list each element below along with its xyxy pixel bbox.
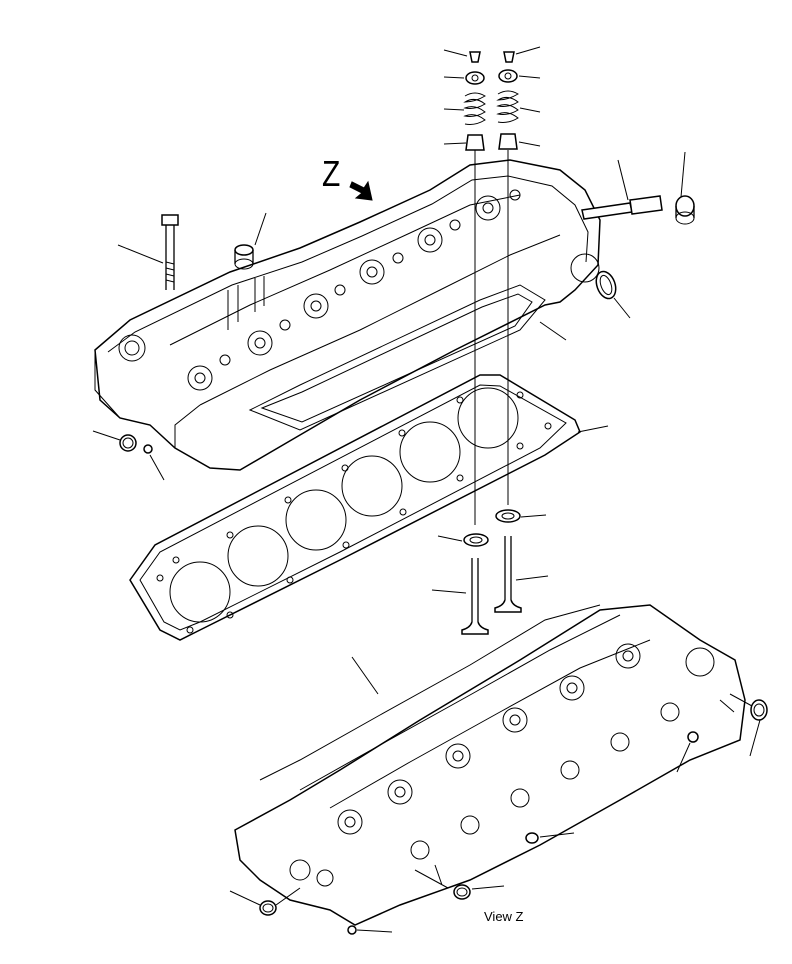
- leader-line: [613, 297, 631, 319]
- valve-stem-seals: [463, 509, 521, 547]
- plug-right: [750, 699, 768, 721]
- guide-lines: [719, 693, 753, 713]
- valve-seat-cluster: [187, 189, 521, 391]
- dowel-sleeve: [234, 244, 254, 270]
- leader-line: [539, 321, 567, 341]
- leader-line: [749, 719, 761, 757]
- injector-sleeve: [581, 195, 663, 220]
- lower-head-ports: [289, 643, 715, 887]
- spring-stack-leaders: [443, 46, 541, 147]
- gasket-holes: [156, 391, 552, 634]
- plug-bottom-left: [259, 900, 277, 916]
- view-z-arrow: [349, 180, 373, 201]
- leader-line: [515, 575, 549, 581]
- small-plug-bottom: [347, 925, 357, 935]
- guide-lines: [275, 887, 301, 906]
- leader-line: [539, 832, 575, 838]
- leader-line: [437, 535, 463, 542]
- sealing-plug: [675, 195, 695, 225]
- valve-spring-stack-left: [463, 51, 486, 151]
- plug-left: [119, 434, 153, 454]
- plug-bottom: [453, 884, 471, 900]
- head-bolt: [161, 214, 179, 290]
- leader-line: [680, 151, 686, 198]
- intake-valve: [461, 558, 489, 635]
- small-plug-center: [525, 832, 539, 844]
- valve-spring-stack-right: [496, 51, 519, 150]
- upper-cylinder-head: [94, 159, 601, 471]
- leader-line: [149, 454, 165, 481]
- view-marker: Z: [322, 154, 341, 195]
- small-plug-right: [687, 731, 699, 743]
- leader-line: [471, 885, 505, 890]
- guide-lines: [414, 864, 449, 889]
- o-ring: [595, 270, 617, 300]
- head-gasket: [129, 374, 581, 641]
- exhaust-valve: [494, 536, 522, 613]
- leader-line: [117, 244, 164, 264]
- lower-cylinder-head: [234, 604, 746, 926]
- leader-line: [92, 430, 121, 441]
- leader-line: [356, 929, 393, 933]
- leader-line: [431, 589, 467, 594]
- leader-line: [520, 514, 547, 518]
- view-caption: View Z: [484, 909, 524, 924]
- leader-line: [577, 425, 609, 433]
- guide-lines: [474, 150, 509, 525]
- guide-lines: [227, 276, 265, 330]
- leader-line: [676, 742, 691, 773]
- leader-line: [617, 159, 629, 201]
- leader-line: [351, 656, 379, 695]
- leader-line: [254, 212, 267, 246]
- leader-line: [229, 890, 261, 906]
